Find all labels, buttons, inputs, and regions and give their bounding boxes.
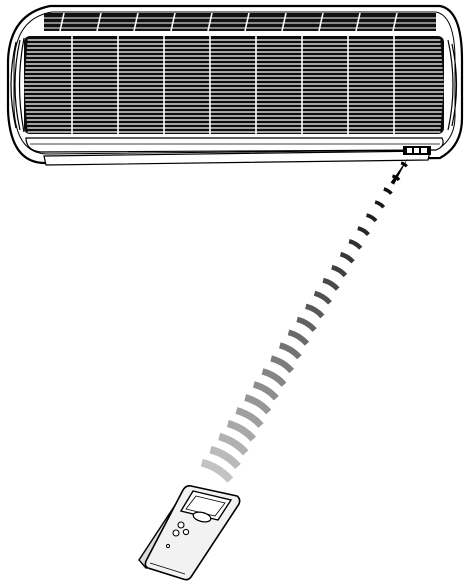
- signal-wave-segment: [280, 345, 300, 357]
- signal-wave-segment: [202, 463, 231, 481]
- signal-wave-segment: [358, 228, 369, 235]
- signal-wave-segment: [367, 215, 377, 221]
- signal-receiver-window: [403, 146, 431, 155]
- signal-wave-segment: [237, 411, 262, 426]
- signal-wave-segment: [254, 384, 276, 398]
- signal-wave-segment: [271, 358, 292, 371]
- infrared-signal-icon: [202, 158, 408, 480]
- front-grille-background: [24, 36, 444, 134]
- remote-button-small-2: [173, 530, 179, 536]
- remote-button-small-1: [178, 522, 184, 528]
- lower-front-panel: [26, 138, 443, 152]
- air-conditioner-indoor-unit-icon: [8, 6, 462, 165]
- signal-wave-segment: [306, 306, 323, 316]
- signal-wave-segment: [332, 267, 346, 275]
- signal-wave-segment: [228, 424, 254, 440]
- top-intake-grille: [44, 13, 436, 31]
- signal-wave-segment: [263, 371, 285, 384]
- signal-beam-tip: [391, 158, 408, 185]
- signal-wave-segment: [349, 241, 361, 248]
- signal-wave-segment: [384, 189, 392, 194]
- signal-wave-segment: [341, 254, 354, 262]
- remote-control-icon: [139, 486, 240, 580]
- signal-wave-segment: [375, 202, 384, 207]
- signal-wave-segment: [245, 398, 269, 412]
- signal-wave-segment: [297, 319, 315, 330]
- remote-button-small-3: [183, 529, 188, 534]
- signal-wave-segment: [323, 280, 338, 289]
- remote-button-small-4: [166, 544, 169, 547]
- signal-wave-segment: [315, 293, 331, 303]
- signal-wave-segment: [289, 332, 308, 343]
